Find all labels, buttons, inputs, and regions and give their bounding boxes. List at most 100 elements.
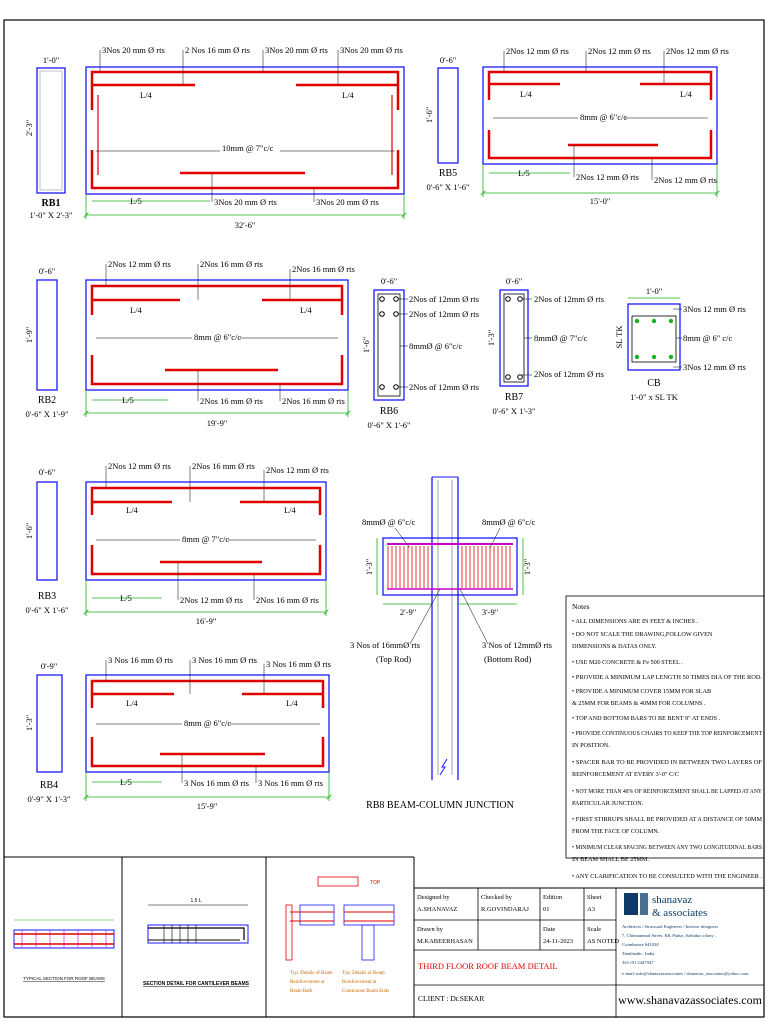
brand-name-2: & associates [652, 907, 707, 919]
rb4-bottom-label-1: 3 Nos 16 mm Ø rts [184, 778, 249, 788]
rb1-l5: L/5 [130, 196, 142, 206]
brand-email: e-mail: info@shanavazassociates / shanav… [622, 971, 749, 976]
note-line-19: • ANY CLARIFICATION TO BE CONSULTED WITH… [572, 873, 762, 880]
rb8-beam [382, 537, 518, 596]
rb3-elevation [85, 481, 327, 581]
rb4-section-height: 1'-3" [24, 715, 34, 731]
rb5-stirrup: 8mm @ 6"c/c [580, 112, 627, 122]
sheet: A3 [587, 906, 595, 913]
rb5-top-label-2: 2Nos 12 mm Ø rts [588, 46, 651, 56]
note-line-13: • NOT MORE THAN 40% OF REINFORCEMENT SHA… [572, 788, 762, 795]
rb4-group: 0'-9" 1'-3" RB4 0'-9" X 1'-3" L/4 L/4 8m… [24, 655, 331, 811]
brand-logo [624, 893, 648, 915]
rb4-section [36, 674, 63, 773]
rb8-bottom-rod-note: (Bottom Rod) [484, 654, 532, 664]
rb6-label-1: 2Nos of 12mm Ø rts [409, 294, 479, 304]
rb1-span: 32'-6" [235, 220, 256, 230]
rb5-bottom-label-2: 2Nos 12 mm Ø rts [654, 175, 717, 185]
rb4-bottom-label-2: 3 Nos 16 mm Ø rts [258, 778, 323, 788]
top-label: TOP [370, 880, 381, 886]
rb3-top-label-2: 2Nos 16 mm Ø rts [192, 461, 255, 471]
rb8-right-height: 1'-3" [522, 559, 532, 575]
rb2-section-height: 1'-9" [24, 327, 34, 343]
note-line-9: • PROVIDE CONTINUOUS CHAIRS TO KEEP THE … [572, 730, 762, 737]
rb1-l4-left: L/4 [140, 90, 153, 100]
rb5-group: 0'-6" 1'-6" RB5 0'-6" X 1'-6" L/4 L/4 8m… [424, 46, 729, 206]
title-block: Designed by A.SHANAVAZ Checked by R.GOVI… [413, 887, 765, 1018]
rb2-l5: L/5 [122, 395, 134, 405]
date: 24-11-2023 [543, 938, 573, 945]
rb3-bottom-label-1: 2Nos 12 mm Ø rts [180, 595, 243, 605]
note-line-6: • PROVIDE A MINIMUM COVER 15MM FOR SLAB [572, 688, 711, 695]
rb5-section-width: 0'-6" [440, 55, 456, 65]
rb1-section-width: 1'-0" [43, 55, 59, 65]
detail-b-line-2: Reinforcement at [342, 980, 377, 985]
brand-address-2: Coimbatore 641038 [622, 942, 659, 947]
rb3-l5: L/5 [120, 593, 132, 603]
rb7-label-1: 2Nos of 12mm Ø rts [534, 294, 604, 304]
rb1-l4-right: L/4 [342, 90, 355, 100]
note-line-5: • PROVIDE A MINIMUM LAP LENGTH 50 TIMES … [572, 674, 762, 681]
rb4-stirrup: 8mm @ 6"c/c [184, 718, 231, 728]
rb1-elevation [85, 66, 405, 195]
rb4-section-width: 0'-9" [41, 661, 57, 671]
rb6-group: 0'-6" 1'-6" 2Nos of 12mm Ø rts 2Nos of 1… [361, 276, 479, 430]
rb5-name: RB5 [439, 168, 457, 179]
rb2-top-label-3: 2Nos 16 mm Ø rts [292, 264, 355, 274]
drawn-by-label: Drawn by [417, 926, 444, 933]
rb8-left-length: 2'-9" [400, 607, 416, 617]
typical-section-detail: TYPICAL SECTION FOR ROOF BEAMS [13, 919, 115, 981]
rb2-size: 0'-6" X 1'-9" [25, 409, 68, 419]
designed-by: A.SHANAVAZ [417, 906, 457, 913]
rb7-label-2: 8mmØ @ 7"c/c [534, 333, 588, 343]
rb4-l4-left: L/4 [126, 698, 139, 708]
rb3-l4-right: L/4 [284, 505, 297, 515]
note-line-2: • DO NOT SCALE THE DRAWING,FOLLOW GIVEN [572, 631, 713, 638]
rb3-top-label-1: 2Nos 12 mm Ø rts [108, 461, 171, 471]
brand-tagline: Architects / Structural Engineers / Inte… [622, 924, 718, 929]
rb3-group: 0'-6" 1'-6" RB3 0'-6" X 1'-6" L/4 L/4 8m… [24, 461, 329, 626]
note-line-15: • FIRST STIRRUPS SHALL BE PROVIDED AT A … [572, 816, 762, 823]
rb8-top-rod: 3 Nos of 16mmØ rts [350, 640, 420, 650]
note-line-4: • USE M20 CONCRETE & Fe 500 STEEL . [572, 659, 683, 666]
rb2-section-width: 0'-6" [39, 266, 55, 276]
rb1-bottom-label-2: 3Nos 20 mm Ø rts [316, 197, 379, 207]
rb6-label-4: 2Nos of 12mm Ø rts [409, 382, 479, 392]
rb3-l4-left: L/4 [126, 505, 139, 515]
rb3-size: 0'-6" X 1'-6" [25, 605, 68, 615]
rb7-name: RB7 [505, 392, 523, 403]
rb5-section [437, 67, 459, 164]
rb6-label-3: 8mmØ @ 6"c/c [409, 341, 463, 351]
rb2-elevation [85, 279, 349, 391]
rb2-top-label-2: 2Nos 16 mm Ø rts [200, 259, 263, 269]
rb3-bottom-label-2: 2Nos 16 mm Ø rts [256, 595, 319, 605]
rb4-l4-right: L/4 [286, 698, 299, 708]
rb7-group: 0'-6" 1'-3" 2Nos of 12mm Ø rts 8mmØ @ 7"… [486, 276, 604, 416]
beam-end-details: TOP Typ. Details of Beam Reinforcement a… [285, 876, 395, 994]
rb1-stirrup: 10mm @ 7"c/c [222, 143, 274, 153]
cantilever-label: SECTION DETAIL FOR CANTILEVER BEAMS [143, 981, 250, 987]
rb4-span: 15'-9" [197, 801, 218, 811]
cb-height: SL TK [614, 325, 624, 349]
rb5-bottom-label-1: 2Nos 12 mm Ø rts [576, 172, 639, 182]
rb8-right-stirrup: 8mmØ @ 6"c/c [482, 517, 536, 527]
rb8-bottom-rod: 3 Nos of 12mmØ rts [482, 640, 552, 650]
rb2-group: 0'-6" 1'-9" RB2 0'-6" X 1'-9" L/4 L/4 8m… [24, 259, 355, 428]
note-line-18: IN BEAM SHALL BE 25MM. [572, 856, 649, 863]
rb5-size: 0'-6" X 1'-6" [426, 182, 469, 192]
cb-size: 1'-0" x SL TK [630, 392, 679, 402]
rb6-name: RB6 [380, 406, 398, 417]
drawn-by: M.KABEERHASAN [417, 938, 473, 945]
rb4-top-label-1: 3 Nos 16 mm Ø rts [108, 655, 173, 665]
brand-website[interactable]: www.shanavazassociates.com [618, 993, 763, 1007]
rb2-l4-right: L/4 [300, 305, 313, 315]
rb5-top-label-3: 2Nos 12 mm Ø rts [666, 46, 729, 56]
rb5-elevation [482, 66, 718, 165]
detail-b-line-3: Continuous Beam Ends [342, 989, 389, 994]
brand-address-3: Tamilnadu , India [622, 951, 654, 957]
rb1-top-label-3: 3Nos 20 mm Ø rts [265, 45, 328, 55]
cantilever-dim: 1.5 L [190, 898, 201, 904]
rb4-elevation [85, 674, 330, 773]
checked-by-label: Checked by [481, 894, 513, 901]
